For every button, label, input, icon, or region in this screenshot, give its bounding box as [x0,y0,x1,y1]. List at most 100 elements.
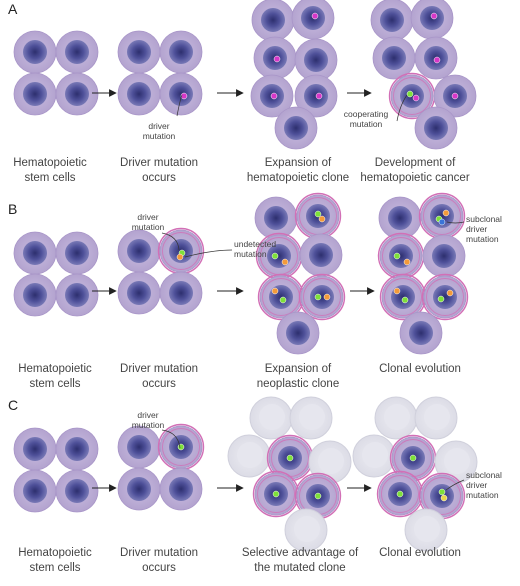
mutation-dot [430,12,438,20]
leader-line [446,221,465,224]
mutant-cell [377,232,425,280]
stem-cell [159,72,203,116]
mutation-dot [273,55,281,63]
stem-cell [55,72,99,116]
faded-cell [404,508,448,552]
mutation-dot [177,443,185,451]
mutant-cell [157,423,205,471]
stem-cell [55,273,99,317]
stem-cell [251,0,295,42]
mutation-dot [438,488,446,496]
stem-cell [253,36,297,80]
mutant-cell [294,472,342,520]
mutation-dot [281,258,289,266]
stem-cell [299,233,343,277]
stem-cell [13,30,57,74]
cells-layer [13,0,478,552]
caption-b-4: Clonal evolution [379,363,461,375]
mutation-dot [272,490,280,498]
mutation-dot [396,490,404,498]
stem-cell [274,106,318,150]
stem-cell [414,106,458,150]
stem-cell [399,311,443,355]
stem-cell [159,467,203,511]
stem-cell [294,38,338,82]
faded-cell [289,396,333,440]
mutant-cell [379,273,427,321]
stem-cell [55,427,99,471]
leader-line [161,232,180,251]
mutation-dot [446,289,454,297]
mutation-dot [286,454,294,462]
leader-line [184,249,233,258]
mutant-cell [376,470,424,518]
stem-cell [294,74,338,118]
stem-cell [159,271,203,315]
stem-cell [117,425,161,469]
mutation-dot [314,492,322,500]
mutation-dot [311,12,319,20]
mutation-dot [440,494,448,502]
stem-cell [372,36,416,80]
panel-letter-a: A [8,1,18,17]
stem-cell [370,0,414,42]
stem-cell [254,196,298,240]
stem-cell [55,30,99,74]
mutation-dot [393,287,401,295]
mutation-dot [315,92,323,100]
mutation-dot [437,295,445,303]
mutation-dot [270,92,278,100]
faded-cell [374,396,418,440]
mutant-cell [388,72,436,120]
leader-line [176,94,183,117]
stem-cell [13,469,57,513]
mutant-cell [157,227,205,275]
mutant-cell [252,470,300,518]
stem-cell [13,427,57,471]
mutation-dot [318,215,326,223]
caption-c-4: Clonal evolution [379,547,461,559]
stem-cell [433,74,477,118]
stem-cell [276,311,320,355]
stem-cell [117,72,161,116]
mutation-dot [279,296,287,304]
mutation-dot [442,209,450,217]
mutation-dot [323,293,331,301]
mutation-dot [409,454,417,462]
mutation-dot [433,56,441,64]
stem-cell [250,74,294,118]
mutation-dot [412,94,420,102]
mutation-dot [176,253,184,261]
mutation-dot [393,252,401,260]
panel-letter-b: B [8,201,17,217]
faded-cell [249,396,293,440]
stem-cell [422,234,466,278]
faded-cell [227,434,271,478]
panel-letter-c: C [8,397,18,413]
stem-cell [117,467,161,511]
mutation-dot [180,92,188,100]
leader-line [445,479,465,491]
stem-cell [117,229,161,273]
faded-cell [414,396,458,440]
stem-cell [13,231,57,275]
stem-cell [117,30,161,74]
mutation-dot [406,90,414,98]
stem-cell [378,196,422,240]
